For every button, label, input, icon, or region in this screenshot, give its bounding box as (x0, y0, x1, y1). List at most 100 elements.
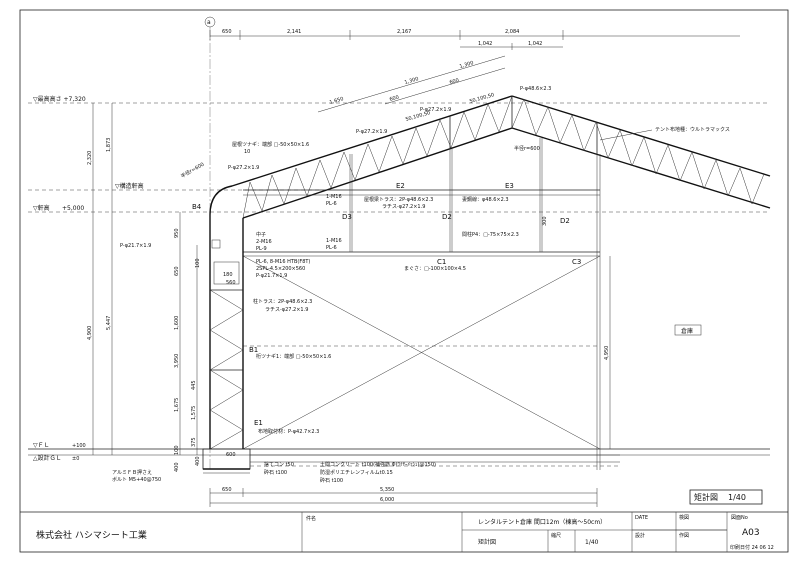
label-dim-300: 300 (542, 216, 548, 226)
label-bolt-spec: ボルト M5+40@750 (112, 476, 161, 483)
slope-dim-line-inner (384, 67, 506, 105)
label-col-tie: 桁ツナギ1：端部 □-50×50×1.6 (256, 353, 331, 360)
label-e3: E3 (505, 182, 514, 190)
scale-value: 1/40 (585, 539, 599, 546)
label-dim-100: 100 (195, 258, 201, 268)
top-dim-2167: 2,167 (397, 29, 411, 35)
label-dim-560: 560 (226, 280, 236, 286)
label-ridge-cap: 屋根ツナギ：端部 □-50×50×1.6 (232, 141, 309, 148)
label-roof-beam-lace: ラチス-φ27.2×1.9 (382, 204, 425, 210)
grid-marker-label: a (207, 19, 211, 26)
top-dim-2084: 2,084 (505, 29, 519, 35)
design-label: 設計 (635, 532, 645, 539)
left-dim-1600: 1,600 (174, 316, 180, 330)
slope-dim-600a: 600 (389, 95, 400, 103)
scale-label: 縮尺 (551, 532, 561, 539)
slope-dim-line-outer (317, 55, 506, 113)
label-d2a: D2 (442, 213, 452, 221)
roof-bottom-chord-left (242, 127, 513, 219)
label-d3: D3 (342, 213, 352, 221)
sheet-number: A03 (742, 528, 760, 538)
slope-dim-1300a: 1,300 (404, 76, 419, 86)
left-dim-400: 400 (174, 462, 180, 472)
left-dim-5447: 5,447 (106, 316, 112, 330)
left-dim-3950: 3,950 (174, 354, 180, 368)
top-dim-2141: 2,141 (287, 29, 301, 35)
slope-dim-1650: 1,650 (329, 96, 344, 106)
label-slab: 土間コンクリート t100(補強筋 Φ(ﾜｲﾔｰﾒｯｼｭ)@150) (320, 461, 436, 468)
label-dim-180: 180 (223, 272, 233, 278)
label-e1: E1 (254, 419, 263, 427)
left-dim-650: 650 (174, 266, 180, 276)
bottom-dim-650: 650 (222, 487, 232, 493)
label-interior-h: 4,950 (604, 346, 610, 360)
label-b4: B4 (192, 203, 202, 211)
label-c3: C3 (572, 258, 581, 266)
label-warehouse: 倉庫 (681, 327, 693, 335)
title-box (689, 489, 763, 505)
label-mid-girt: 間柱P4：□-75×75×2.3 (462, 231, 519, 238)
left-dim-1873: 1,873 (106, 138, 112, 152)
roof-lacing-right (511, 98, 765, 205)
left-dim-1575: 1,575 (191, 406, 197, 420)
label-pipe-left: P-φ21.7×1.9 (120, 243, 151, 249)
level-fl-label: ▽ＦＬ (33, 442, 50, 449)
sheet-border (19, 9, 789, 553)
label-pipe-c: P-φ27.2×1.9 (420, 107, 451, 113)
label-joint-pl: PL-6, 8-M16 HTB(F8T) (256, 259, 310, 265)
label-dim-400: 400 (195, 456, 201, 466)
label-pipe-joint: P-φ21.7×1.9 (256, 273, 287, 279)
drawn-label: 作図 (679, 532, 689, 539)
level-ridge-label: ▽最高高さ +7,320 (33, 95, 86, 103)
label-pipe-top: P-φ48.6×2.3 (520, 86, 551, 92)
label-radius-right: 半径r=600 (514, 145, 540, 152)
label-bolt1: 1-M16 (326, 194, 342, 200)
label-pl1: PL-6 (326, 201, 337, 207)
roof-top-chord-left (209, 95, 513, 216)
roof-bottom-chord-right (511, 127, 771, 209)
label-bolt2: 1-M16 (326, 238, 342, 244)
half-dim-right: 1,042 (528, 41, 542, 47)
room-tag (674, 324, 702, 336)
label-radius-left: 半径r=600 (180, 161, 206, 180)
left-dim-950: 950 (174, 228, 180, 238)
label-col-truss: 柱トラス：2P-φ48.6×2.3 (253, 298, 312, 305)
label-vapor: 防湿ポリエチレンフィルムt0.15 (320, 469, 393, 476)
slope-dim-600b: 600 (449, 78, 460, 86)
level-gl-label: △設計ＧＬ (33, 454, 62, 462)
brace-diagonal-2 (242, 255, 601, 450)
label-joint-pl2: 2SPL-4.5×200×560 (256, 266, 305, 272)
column-lacing (209, 289, 244, 450)
roof-lacing-left (242, 95, 513, 219)
print-date: 印刷日付 24 06 12 (730, 544, 774, 551)
check-label: 検図 (679, 514, 689, 521)
left-dim-375: 375 (191, 437, 197, 447)
label-c1: C1 (437, 258, 446, 266)
label-nakako: 中子 (256, 231, 266, 238)
nakako-block (211, 239, 221, 249)
label-nakako-pl: PL-9 (256, 246, 267, 252)
slope-dim-1300b: 1,300 (459, 60, 474, 70)
joint-plate (213, 261, 240, 285)
label-gable-beam: 妻鋼線：φ48.6×2.3 (462, 196, 509, 203)
label-anchor: アルミＦＢ押さえ (112, 469, 152, 476)
drawing-name: 矩計図 (478, 538, 496, 546)
bottom-dim-6000: 6,000 (380, 497, 394, 503)
label-conc-block: 捨てコン t50 (264, 461, 294, 468)
label-d2b: D2 (560, 217, 570, 225)
label-gravel1: 砕石 t100 (264, 469, 287, 476)
bottom-dim-5350: 5,350 (380, 487, 394, 493)
level-eave-label: ▽軒高 (33, 204, 50, 212)
label-roof-beam: 屋根梁トラス：2P-φ48.6×2.3 (364, 196, 433, 203)
level-eave-value: +5,000 (62, 205, 84, 212)
level-gl-value: ±0 (72, 456, 79, 462)
label-nakako-bolt: 2-M16 (256, 239, 272, 245)
label-tent-fabric: テント布地種：ウルトラマックス (655, 126, 730, 133)
sheet-label: 図面No (731, 515, 748, 521)
date-label: DATE (635, 515, 648, 521)
level-fl-value: +100 (72, 443, 86, 449)
label-pl2: PL-6 (326, 245, 337, 251)
label-ridge-cap-sub: 10 (244, 149, 250, 155)
label-b1: B1 (249, 346, 258, 354)
